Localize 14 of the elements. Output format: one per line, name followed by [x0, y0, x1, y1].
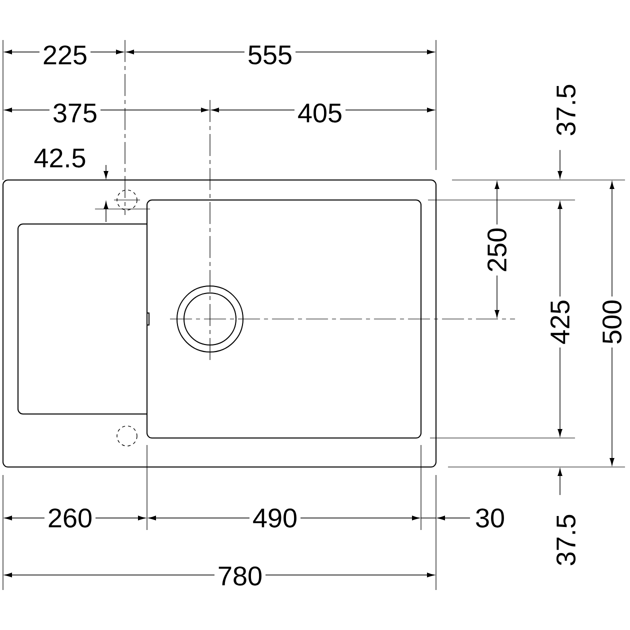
- dimension-label: 37.5: [553, 80, 579, 140]
- dimension-label: 780: [214, 563, 266, 589]
- dimension-label: 260: [44, 505, 96, 531]
- dimension-label: 500: [599, 296, 625, 348]
- dimension-label: 250: [484, 224, 510, 276]
- dimension-label: 425: [547, 296, 573, 348]
- dimension-label: 42.5: [30, 145, 90, 171]
- dimension-label: 37.5: [553, 510, 579, 570]
- dimension-label: 225: [39, 42, 91, 68]
- dimension-label: 555: [244, 42, 296, 68]
- dimension-label: 375: [49, 100, 101, 126]
- dimension-label: 490: [249, 505, 301, 531]
- dimension-label: 405: [294, 100, 346, 126]
- dimension-label: 30: [472, 505, 508, 531]
